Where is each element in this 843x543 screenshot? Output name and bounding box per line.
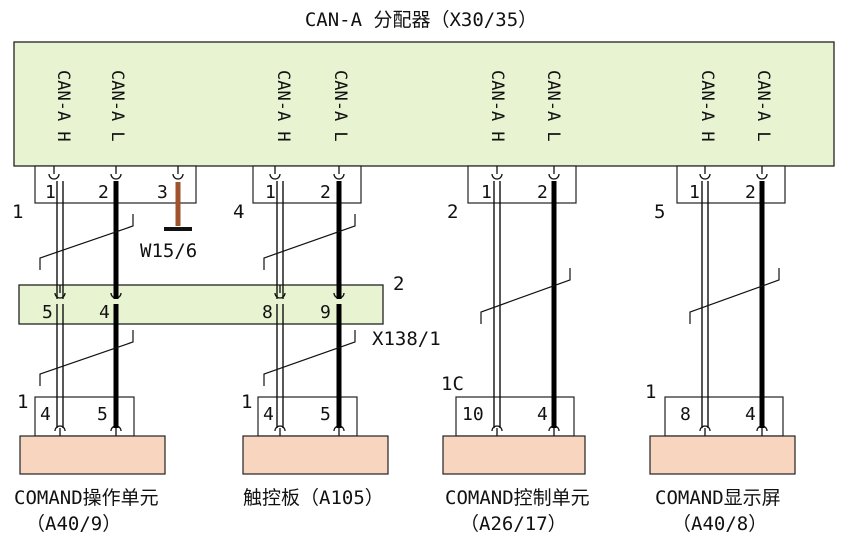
diagram-title: CAN-A 分配器（X30/35） <box>305 9 537 31</box>
module-code: （A40/8） <box>672 513 767 535</box>
connector-label: 5 <box>654 201 665 223</box>
module-name: COMAND操作单元 <box>14 487 159 509</box>
twisted-pair-markers <box>39 214 780 386</box>
pin-number: 8 <box>262 302 273 323</box>
pin-number: 4 <box>99 302 110 323</box>
pin-number: 4 <box>745 404 756 425</box>
pin-number: 9 <box>320 302 331 323</box>
module-code: （A26/17） <box>460 513 567 535</box>
distributor-pin-label: CAN-A H <box>53 70 73 142</box>
can-h-wire <box>276 181 284 428</box>
can-a-distributor-box <box>13 41 835 167</box>
distributor-pin-label: CAN-A L <box>543 70 563 142</box>
distributor-connector-5 <box>676 165 786 204</box>
distributor-pin-label: CAN-A H <box>697 70 717 142</box>
pin-number: 10 <box>462 404 484 425</box>
module-box-comand-control-unit <box>442 435 586 475</box>
can-h-wire <box>701 181 709 428</box>
module-box-touchpad <box>242 435 389 475</box>
module-name: COMAND控制单元 <box>445 487 590 509</box>
pin-number: 2 <box>320 182 331 203</box>
can-h-wire <box>493 181 501 428</box>
module-box-comand-display <box>649 435 796 475</box>
junction-label: 2 <box>393 273 404 295</box>
module-box-comand-operating-unit <box>19 435 166 475</box>
junction-name: X138/1 <box>372 328 441 350</box>
distributor-pin-label: CAN-A L <box>107 70 127 142</box>
ground-label: W15/6 <box>140 240 197 262</box>
pin-number: 5 <box>320 404 331 425</box>
pin-number: 1 <box>45 182 56 203</box>
module-code: （A40/9） <box>26 513 121 535</box>
module-connector-label: 1C <box>441 373 464 395</box>
pin-number: 4 <box>537 404 548 425</box>
module-connector-label: 1 <box>645 381 656 403</box>
connector-label: 1 <box>12 201 23 223</box>
socket-symbols-top <box>48 166 768 180</box>
pin-number: 4 <box>40 404 51 425</box>
distributor-pin-label: CAN-A L <box>330 70 350 142</box>
pin-number: 2 <box>537 182 548 203</box>
junction-connector-box <box>18 284 384 325</box>
pin-number: 1 <box>689 182 700 203</box>
pin-number: 2 <box>98 182 109 203</box>
pin-number: 8 <box>680 404 691 425</box>
pin-symbols-modules <box>54 425 768 436</box>
wires <box>56 181 765 428</box>
pin-number: 1 <box>265 182 276 203</box>
distributor-pin-label: CAN-A H <box>487 70 507 142</box>
distributor-pin-label: CAN-A L <box>753 70 773 142</box>
distributor-connector-4 <box>252 165 362 204</box>
connector-label: 4 <box>233 201 244 223</box>
distributor-pin-label: CAN-A H <box>273 70 293 142</box>
distributor-connector-2 <box>467 165 577 204</box>
pin-number: 5 <box>42 302 53 323</box>
connector-label: 2 <box>447 201 458 223</box>
pin-number: 5 <box>97 404 108 425</box>
module-connector-label: 1 <box>241 391 252 413</box>
pin-number: 4 <box>263 404 274 425</box>
module-name: 触控板（A105） <box>243 487 384 509</box>
pin-number: 1 <box>481 182 492 203</box>
pin-number: 2 <box>745 182 756 203</box>
module-connector-label: 1 <box>17 391 28 413</box>
pin-number: 3 <box>157 182 168 203</box>
module-name: COMAND显示屏 <box>655 487 781 509</box>
